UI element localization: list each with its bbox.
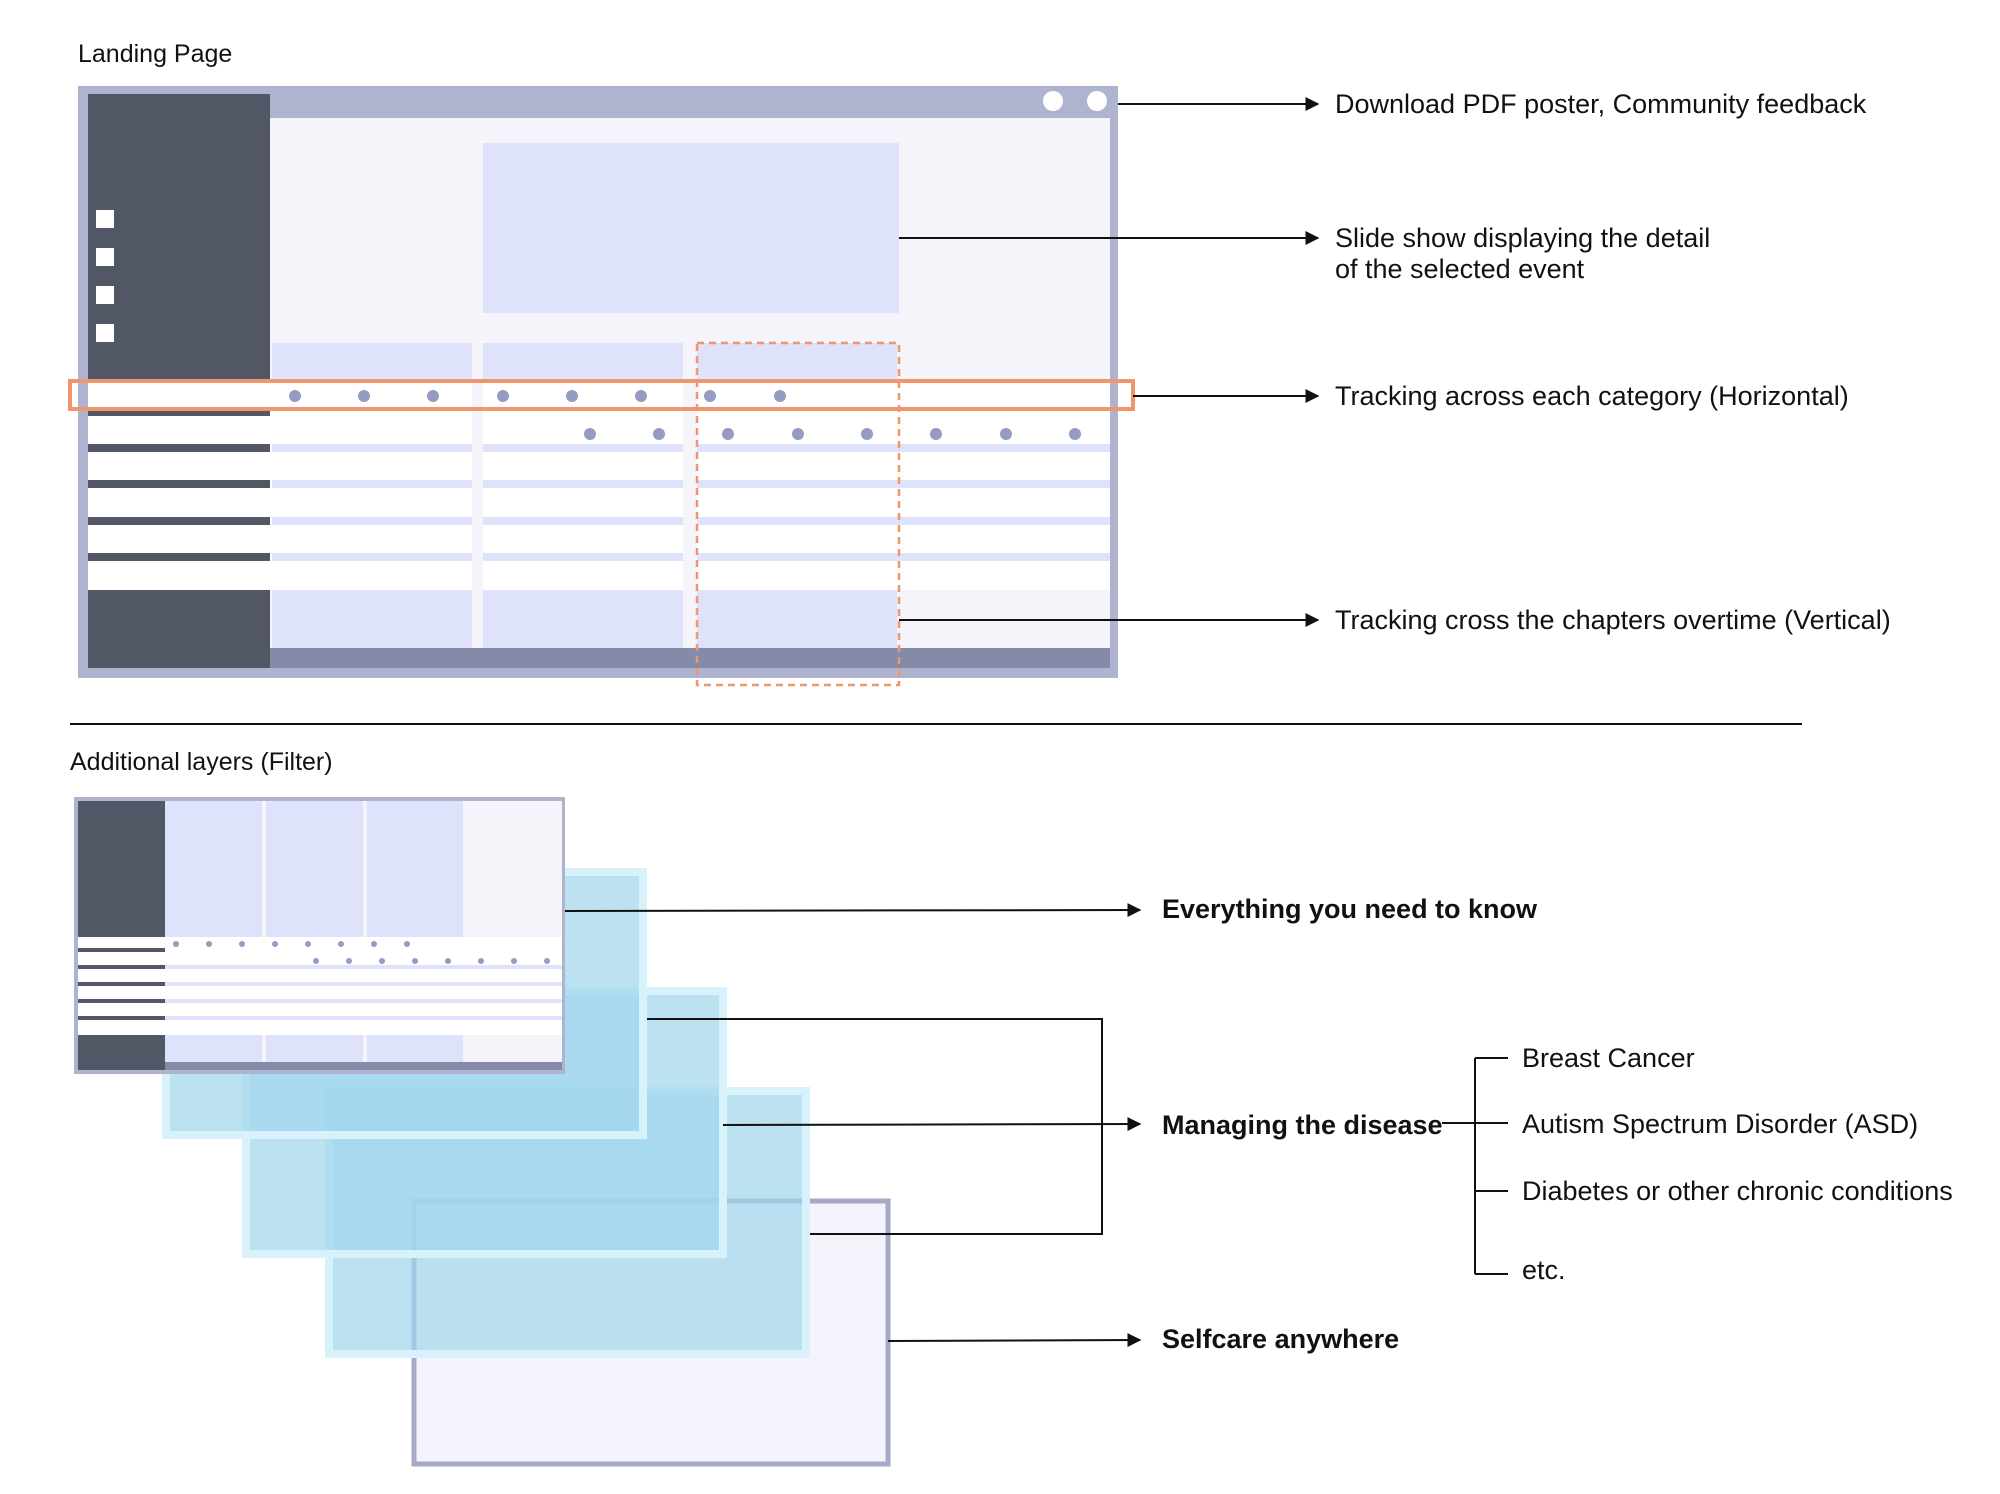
- event-dot: [653, 428, 665, 440]
- event-dot: [358, 390, 370, 402]
- annotation-horizontal: Tracking across each category (Horizonta…: [1335, 381, 1849, 411]
- event-dot: [722, 428, 734, 440]
- label-everything: Everything you need to know: [1162, 894, 1538, 924]
- event-dot: [861, 428, 873, 440]
- event-dot: [635, 390, 647, 402]
- annotation-slideshow-1: Slide show displaying the detail: [1335, 223, 1710, 253]
- event-dot: [289, 390, 301, 402]
- annotation-vertical: Tracking cross the chapters overtime (Ve…: [1335, 605, 1891, 635]
- condition-item: Diabetes or other chronic conditions: [1522, 1176, 1953, 1206]
- condition-item: Autism Spectrum Disorder (ASD): [1522, 1109, 1918, 1139]
- event-dot: [427, 390, 439, 402]
- sidebar-stripes: [88, 408, 270, 561]
- event-dot: [704, 390, 716, 402]
- landing-page-mockup: [68, 86, 1135, 687]
- mockup-bottom-bar: [270, 648, 1110, 668]
- timeline-dots-row1: [289, 390, 786, 402]
- condition-item: etc.: [1522, 1255, 1566, 1285]
- sidebar-checkbox[interactable]: [96, 210, 114, 228]
- event-dot: [566, 390, 578, 402]
- layer-annotations: Everything you need to know Managing the…: [564, 894, 1953, 1354]
- event-dot: [1000, 428, 1012, 440]
- label-selfcare: Selfcare anywhere: [1162, 1324, 1399, 1354]
- layer-everything[interactable]: [74, 797, 565, 1074]
- event-dot: [1069, 428, 1081, 440]
- annotation-slideshow-2: of the selected event: [1335, 254, 1585, 284]
- sidebar-footer: [88, 590, 270, 668]
- window-button-icon[interactable]: [1087, 91, 1107, 111]
- layers-title: Additional layers (Filter): [70, 748, 333, 776]
- window-button-icon[interactable]: [1043, 91, 1063, 111]
- label-managing: Managing the disease: [1162, 1110, 1443, 1140]
- sidebar-checkbox[interactable]: [96, 324, 114, 342]
- vertical-highlight: [695, 341, 901, 687]
- slideshow-panel: [483, 143, 899, 313]
- filter-layers: [74, 797, 891, 1467]
- sidebar-checkbox[interactable]: [96, 248, 114, 266]
- mini-dots: [173, 941, 550, 964]
- mockup-sidebar: [88, 94, 270, 380]
- sidebar-checkbox[interactable]: [96, 286, 114, 304]
- landing-page-title: Landing Page: [78, 40, 232, 68]
- landing-annotations: Download PDF poster, Community feedback …: [899, 89, 1891, 635]
- event-dot: [497, 390, 509, 402]
- event-dot: [792, 428, 804, 440]
- event-dot: [584, 428, 596, 440]
- event-dot: [930, 428, 942, 440]
- event-dot: [774, 390, 786, 402]
- annotation-download: Download PDF poster, Community feedback: [1335, 89, 1867, 119]
- timeline-dots-row2: [584, 428, 1081, 440]
- condition-item: Breast Cancer: [1522, 1043, 1695, 1073]
